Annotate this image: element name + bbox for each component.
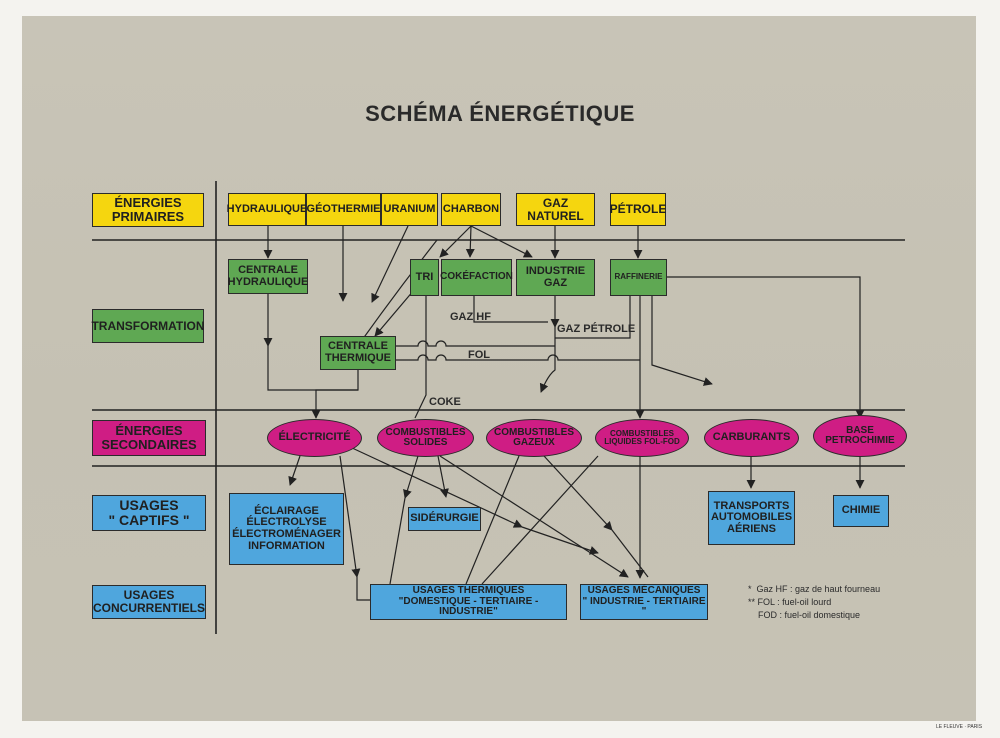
- node-cokefaction: COKÉFACTION: [440, 259, 513, 296]
- footnote-fod: FOD : fuel-oil domestique: [748, 610, 861, 620]
- line-gazeux-mecaniques: [611, 529, 649, 578]
- arrow-charbon-cokefaction: [465, 225, 475, 258]
- label-gaz-petrole: GAZ PÉTROLE: [557, 323, 636, 335]
- arrow-charbon-tri: [439, 225, 472, 258]
- node-industrie-gaz: INDUSTRIE GAZ: [516, 259, 595, 296]
- arrow-charbon-industrie: [470, 225, 533, 258]
- label-fol: FOL: [468, 349, 490, 361]
- arrow-gazeux-mecaniques: [543, 455, 613, 531]
- node-petrole: PÉTROLE: [610, 193, 666, 226]
- node-base-petrochimie: BASE PETROCHIMIE: [813, 415, 907, 457]
- diagram-title: SCHÉMA ÉNERGÉTIQUE: [365, 101, 635, 126]
- footnotes: * Gaz HF : gaz de haut fourneau ** FOL : …: [748, 583, 880, 622]
- node-raffinerie: RAFFINERIE: [610, 259, 667, 296]
- arrow-elec-eclairage: [288, 455, 301, 486]
- label-coke: COKE: [429, 396, 461, 408]
- footnote-gaz-hf: * Gaz HF : gaz de haut fourneau: [748, 584, 881, 594]
- row-header-captifs: USAGES " CAPTIFS ": [92, 495, 206, 531]
- node-tri: TRI: [410, 259, 439, 296]
- node-siderurgie: SIDÉRURGIE: [408, 507, 481, 531]
- node-electricite: ÉLECTRICITÉ: [267, 419, 362, 457]
- node-charbon: CHARBON: [441, 193, 501, 226]
- arrow-uranium-thermique: [371, 225, 409, 303]
- row-header-concurrentiels: USAGES CONCURRENTIELS: [92, 585, 206, 619]
- row-header-primaires: ÉNERGIES PRIMAIRES: [92, 193, 204, 227]
- line-thermique-upper: [396, 340, 555, 347]
- node-combustibles-solides: COMBUSTIBLES SOLIDES: [377, 419, 474, 457]
- node-usages-thermiques: USAGES THERMIQUES "DOMESTIQUE - TERTIAIR…: [370, 584, 567, 620]
- line-gazeux-thermiques: [465, 455, 520, 585]
- label-gaz-hf: GAZ HF: [450, 311, 491, 323]
- row-header-secondaires: ÉNERGIES SECONDAIRES: [92, 420, 206, 456]
- node-transports: TRANSPORTS AUTOMOBILES AÉRIENS: [708, 491, 795, 545]
- arrow-solides-usages: [403, 455, 419, 499]
- node-gaz-naturel: GAZ NATUREL: [516, 193, 595, 226]
- arrow-solides-mecaniques: [439, 455, 629, 578]
- flow-lines: [263, 225, 865, 601]
- arrow-elec-mecaniques-2: [521, 526, 599, 555]
- node-combustibles-liquides: COMBUSTIBLES LIQUIDES FOL-FOD: [595, 419, 689, 457]
- row-header-transformation: TRANSFORMATION: [91, 309, 205, 343]
- line-solides-thermiques: [389, 497, 406, 585]
- publisher-credit: LE FLEUVE · PARIS: [936, 724, 983, 730]
- node-uranium: URANIUM: [381, 193, 438, 226]
- line-into-thermiques: [356, 577, 370, 601]
- node-carburants: CARBURANTS: [704, 419, 799, 457]
- node-centrale-hydraulique: CENTRALE HYDRAULIQUE: [228, 259, 308, 294]
- node-eclairage: ÉCLAIRAGE ÉLECTROLYSE ÉLECTROMÉNAGER INF…: [229, 493, 344, 565]
- arrow-gaz-combustibles: [539, 327, 556, 393]
- arrow-raffinerie-petrochimie: [667, 276, 865, 419]
- node-hydraulique: HYDRAULIQUE: [227, 193, 307, 226]
- arrow-elec-mecaniques-1: [349, 446, 523, 528]
- node-usages-mecaniques: USAGES MÉCANIQUES " INDUSTRIE - TERTIAIR…: [580, 584, 708, 620]
- line-gaz-petrole: [555, 296, 631, 339]
- node-geothermie: GÉOTHERMIE: [306, 193, 381, 226]
- footnote-fol: ** FOL : fuel-oil lourd: [748, 597, 832, 607]
- node-chimie: CHIMIE: [833, 495, 889, 527]
- node-centrale-thermique: CENTRALE THERMIQUE: [320, 336, 396, 370]
- arrow-tri-thermique: [374, 289, 415, 337]
- line-fol: [396, 354, 640, 361]
- arrow-solides-siderurgie: [437, 455, 449, 498]
- line-coke: [414, 296, 427, 419]
- arrow-elec-thermiques: [339, 455, 361, 578]
- node-combustibles-gazeux: COMBUSTIBLES GAZEUX: [486, 419, 582, 457]
- arrow-raffinerie-carburants: [651, 296, 713, 386]
- line-liquides-thermiques: [481, 455, 599, 585]
- line-gaz-hf: [473, 296, 548, 323]
- arrow-thermique-electricite: [311, 370, 359, 419]
